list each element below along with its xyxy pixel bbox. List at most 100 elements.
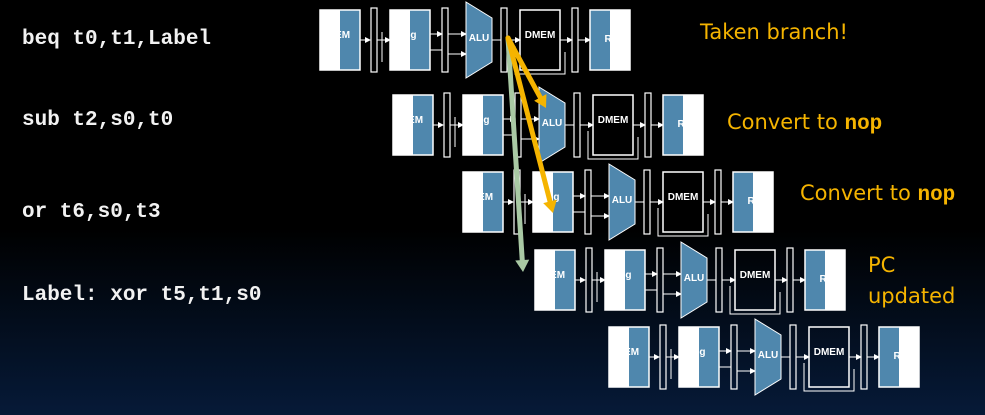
imem-fill — [413, 95, 433, 155]
alu-label: ALU — [684, 273, 705, 284]
instruction-or: or t6,s0,t3 — [22, 201, 161, 224]
imem-label: IMEM — [324, 30, 350, 41]
pipeline-register — [715, 247, 723, 313]
instruction-sub: sub t2,s0,t0 — [22, 109, 174, 132]
wb-reg-fill — [733, 172, 753, 232]
reg-label: Reg — [398, 30, 417, 41]
pipeline-register — [644, 92, 652, 158]
wb-reg-border — [804, 249, 846, 311]
reg-fill — [410, 10, 430, 70]
alu-block — [680, 241, 708, 319]
pipeline-row-0: IMEM Reg ALU DMEM Reg — [319, 1, 631, 79]
instruction-beq: beq t0,t1,Label — [22, 28, 212, 51]
alu-label: ALU — [542, 118, 563, 129]
imem-fill — [340, 10, 360, 70]
taken-branch-note: Taken branch! — [700, 20, 848, 44]
arrow-shaft — [505, 35, 525, 263]
reg-fill — [699, 327, 719, 387]
wb-reg-fill — [663, 95, 683, 155]
dmem-label: DMEM — [814, 347, 845, 358]
wb-reg-fill — [590, 10, 610, 70]
convert-nop-note-2: Convert to nop — [800, 181, 955, 207]
pipeline-register — [573, 92, 581, 158]
alu-block — [608, 163, 636, 241]
dmem-label: DMEM — [668, 192, 699, 203]
imem-label: IMEM — [539, 270, 565, 281]
reg-border — [389, 9, 431, 71]
wb-reg-border — [662, 94, 704, 156]
arrow-head — [543, 199, 557, 213]
imem-fill — [555, 250, 575, 310]
convert-nop-note-1: Convert to nop — [727, 110, 882, 136]
pipeline-register — [370, 7, 378, 73]
dmem-label: DMEM — [740, 270, 771, 281]
pipeline-row-1: IMEM Reg ALU DMEM Reg — [392, 86, 704, 164]
reg-border — [462, 94, 504, 156]
reg-fill — [483, 95, 503, 155]
pipeline-register — [585, 247, 593, 313]
pipeline-register — [860, 324, 868, 390]
dmem-label: DMEM — [525, 30, 556, 41]
wb-reg-fill — [879, 327, 899, 387]
imem-label: IMEM — [467, 192, 493, 203]
alu-label: ALU — [758, 350, 779, 361]
nop-code-1: nop — [844, 113, 883, 136]
convert-text-2: Convert to — [800, 181, 918, 205]
alu-label: ALU — [612, 195, 633, 206]
alu-block — [465, 1, 493, 79]
wb-reg-fill — [805, 250, 825, 310]
arrow-shaft — [505, 35, 553, 204]
pipeline-register — [714, 169, 722, 235]
reg-border — [678, 326, 720, 388]
pipeline-register — [659, 324, 667, 390]
dmem-label: DMEM — [598, 115, 629, 126]
pipeline-register — [786, 247, 794, 313]
wb-reg-border — [732, 171, 774, 233]
imem-fill — [483, 172, 503, 232]
bypass-wire — [729, 286, 781, 315]
alu-label: ALU — [469, 33, 490, 44]
pipeline-register — [441, 7, 449, 73]
convert-text-1: Convert to — [727, 110, 845, 134]
pipeline-register — [571, 7, 579, 73]
instruction-label-xor: Label: xor t5,t1,s0 — [22, 284, 262, 307]
reg-label: Reg — [687, 347, 706, 358]
wb-reg-label: Reg — [605, 34, 624, 45]
reg-border — [532, 171, 574, 233]
reg-border — [604, 249, 646, 311]
pipeline-register — [584, 169, 592, 235]
pipeline-register — [656, 247, 664, 313]
reg-label: Reg — [613, 270, 632, 281]
imem-fill — [629, 327, 649, 387]
alu-block — [754, 318, 782, 396]
pipeline-register — [730, 324, 738, 390]
pipeline-register — [789, 324, 797, 390]
reg-label: Reg — [471, 115, 490, 126]
reg-fill — [553, 172, 573, 232]
arrow-head — [534, 94, 547, 108]
wb-reg-border — [878, 326, 920, 388]
nop-code-2: nop — [917, 184, 956, 207]
wb-reg-border — [589, 9, 631, 71]
wb-reg-label: Reg — [894, 351, 913, 362]
nop-arrow-or — [505, 35, 557, 213]
bypass-wire — [587, 131, 639, 160]
bypass-wire — [803, 363, 855, 392]
reg-fill — [625, 250, 645, 310]
pc-updated-note-line2: updated — [868, 284, 956, 308]
pc-update-arrow — [505, 35, 530, 272]
imem-label: IMEM — [397, 115, 423, 126]
wb-reg-label: Reg — [748, 196, 767, 207]
arrow-shaft — [505, 35, 543, 100]
arrow-head — [515, 259, 530, 272]
pipeline-row-3: IMEM Reg ALU DMEM Reg — [534, 241, 846, 319]
pipeline-register — [643, 169, 651, 235]
bypass-wire — [657, 208, 709, 237]
wb-reg-label: Reg — [678, 119, 697, 130]
pipeline-register — [443, 92, 451, 158]
nop-arrow-sub — [505, 35, 547, 108]
wb-reg-label: Reg — [820, 274, 839, 285]
